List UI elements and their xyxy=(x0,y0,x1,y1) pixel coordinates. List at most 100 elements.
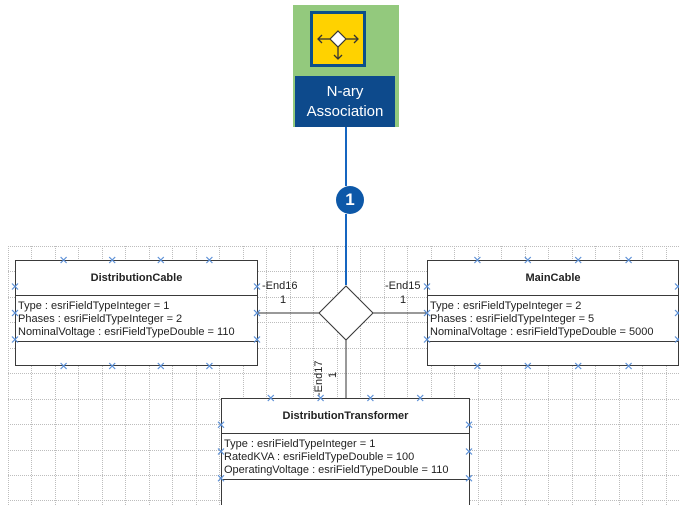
selection-handle[interactable] xyxy=(205,256,213,264)
role-end15-multiplicity: 1 xyxy=(400,294,407,306)
selection-handle[interactable] xyxy=(625,362,633,370)
grid-line xyxy=(454,246,455,505)
selection-handle[interactable] xyxy=(524,362,532,370)
attribute-list: Type : esriFieldTypeInteger = 1 RatedKVA… xyxy=(222,434,469,480)
selection-handle[interactable] xyxy=(253,309,261,317)
grid-line xyxy=(125,246,126,505)
selection-handle[interactable] xyxy=(205,362,213,370)
selection-handle[interactable] xyxy=(416,394,424,402)
class-main-cable[interactable]: MainCable Type : esriFieldTypeInteger = … xyxy=(427,260,679,366)
diamond-arrows-glyph xyxy=(317,30,359,60)
selection-handle[interactable] xyxy=(108,256,116,264)
class-name: DistributionTransformer xyxy=(222,399,469,434)
grid-line xyxy=(196,246,197,505)
selection-handle[interactable] xyxy=(253,283,261,290)
selection-handle[interactable] xyxy=(473,256,481,264)
class-distribution-cable[interactable]: DistributionCable Type : esriFieldTypeIn… xyxy=(15,260,258,366)
grid-line xyxy=(8,373,679,374)
selection-handle[interactable] xyxy=(366,394,374,402)
selection-handle[interactable] xyxy=(674,309,679,317)
grid-line xyxy=(172,246,173,505)
attribute: Type : esriFieldTypeInteger = 1 xyxy=(224,438,376,450)
class-distribution-transformer[interactable]: DistributionTransformer Type : esriField… xyxy=(221,398,470,505)
attribute: NominalVoltage : esriFieldTypeDouble = 1… xyxy=(18,326,235,338)
class-name: MainCable xyxy=(428,261,678,296)
attribute-list: Type : esriFieldTypeInteger = 1 Phases :… xyxy=(16,296,257,342)
selection-handle[interactable] xyxy=(11,283,19,290)
selection-handle[interactable] xyxy=(157,362,165,370)
selection-handle[interactable] xyxy=(60,256,68,264)
grid-line xyxy=(290,246,291,505)
attribute: OperatingVoltage : esriFieldTypeDouble =… xyxy=(224,464,449,476)
grid-line xyxy=(78,246,79,505)
grid-line xyxy=(384,246,385,505)
selection-handle[interactable] xyxy=(473,362,481,370)
grid-line xyxy=(478,246,479,505)
selection-handle[interactable] xyxy=(465,421,473,429)
grid-line xyxy=(572,246,573,505)
selection-handle[interactable] xyxy=(267,394,275,402)
grid-line xyxy=(360,246,361,505)
selection-handle[interactable] xyxy=(11,336,19,343)
grid-line xyxy=(8,246,9,505)
grid-line xyxy=(642,246,643,505)
grid-line xyxy=(595,246,596,505)
selection-handle[interactable] xyxy=(423,336,431,343)
grid-line xyxy=(619,246,620,505)
grid-line xyxy=(219,246,220,505)
step-callout: 1 xyxy=(336,186,364,214)
selection-handle[interactable] xyxy=(465,448,473,455)
class-name: DistributionCable xyxy=(16,261,257,296)
selection-handle[interactable] xyxy=(674,336,679,343)
grid-line xyxy=(525,246,526,505)
grid-line xyxy=(407,246,408,505)
grid-line xyxy=(313,246,314,505)
attribute: Type : esriFieldTypeInteger = 2 xyxy=(430,300,582,312)
nary-association-tool[interactable]: N-ary Association xyxy=(293,5,399,127)
selection-handle[interactable] xyxy=(574,256,582,264)
grid-line xyxy=(431,246,432,505)
grid-line xyxy=(8,348,679,349)
selection-handle[interactable] xyxy=(157,256,165,264)
grid-line xyxy=(55,246,56,505)
selection-handle[interactable] xyxy=(465,474,473,482)
grid-line xyxy=(337,246,338,505)
selection-handle[interactable] xyxy=(423,283,431,290)
grid-line xyxy=(31,246,32,505)
grid-line xyxy=(149,246,150,505)
role-end16-name: -End16 xyxy=(262,280,298,292)
selection-handle[interactable] xyxy=(253,336,261,343)
nary-association-icon xyxy=(310,11,366,67)
grid-line xyxy=(102,246,103,505)
nary-label-line1: N-ary xyxy=(326,83,364,100)
selection-handle[interactable] xyxy=(574,362,582,370)
selection-handle[interactable] xyxy=(217,474,225,482)
selection-handle[interactable] xyxy=(11,309,19,317)
attribute: Phases : esriFieldTypeInteger = 5 xyxy=(430,313,595,325)
grid-line xyxy=(666,246,667,505)
role-end15-name: -End15 xyxy=(385,280,421,292)
selection-handle[interactable] xyxy=(674,283,679,290)
grid-line xyxy=(8,246,679,247)
selection-handle[interactable] xyxy=(217,421,225,429)
grid-line xyxy=(266,246,267,505)
grid-line xyxy=(548,246,549,505)
attribute: RatedKVA : esriFieldTypeDouble = 100 xyxy=(224,451,415,463)
selection-handle[interactable] xyxy=(217,448,225,455)
nary-association-diamond[interactable] xyxy=(318,285,374,341)
attribute: NominalVoltage : esriFieldTypeDouble = 5… xyxy=(430,326,654,338)
nary-label-line2: Association xyxy=(306,103,384,120)
selection-handle[interactable] xyxy=(625,256,633,264)
selection-handle[interactable] xyxy=(60,362,68,370)
attribute: Type : esriFieldTypeInteger = 1 xyxy=(18,300,170,312)
selection-handle[interactable] xyxy=(108,362,116,370)
nary-association-label: N-ary Association xyxy=(295,76,395,127)
selection-handle[interactable] xyxy=(423,309,431,317)
grid-line xyxy=(8,271,679,272)
selection-handle[interactable] xyxy=(317,394,325,402)
selection-handle[interactable] xyxy=(524,256,532,264)
attribute-list: Type : esriFieldTypeInteger = 2 Phases :… xyxy=(428,296,678,342)
